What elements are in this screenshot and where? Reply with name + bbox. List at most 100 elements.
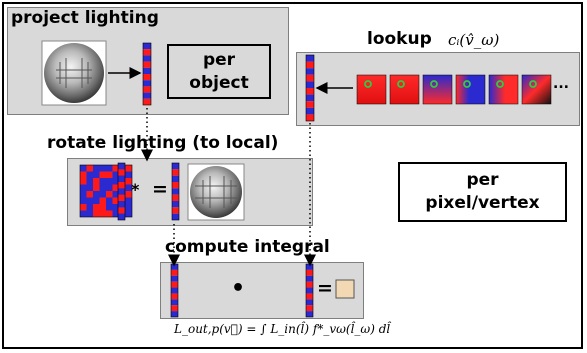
lookup-title: lookup (367, 29, 432, 49)
light-probe-detail (56, 58, 92, 88)
per-pixel-line-1: per (466, 170, 499, 190)
matrix-cell (80, 210, 87, 217)
vector-cell (143, 98, 151, 105)
vector-cell (171, 281, 178, 288)
view-marker-6 (529, 80, 537, 88)
vector-cell (171, 293, 178, 300)
matrix-cell (106, 171, 113, 178)
vector-cell (306, 311, 313, 317)
basis-tile-4 (455, 74, 486, 105)
matrix-cell (112, 204, 119, 211)
vector-cell (306, 94, 314, 102)
matrix-cell (106, 178, 113, 185)
project-lighting-title: project lighting (11, 8, 159, 28)
vector-cell (143, 86, 151, 93)
multiply-operator: * (131, 180, 140, 199)
light-probe-sphere (44, 43, 104, 103)
vector-cell (306, 68, 314, 75)
vector-outline (117, 162, 126, 221)
matrix-cell (112, 184, 119, 191)
basis-tile-6 (521, 74, 552, 105)
matrix-cell (86, 171, 93, 178)
matrix-cell (106, 184, 113, 191)
matrix-cell (125, 197, 132, 204)
per-pixel-line-2: pixel/vertex (425, 193, 540, 213)
vector-cell (306, 281, 313, 288)
matrix-cell (125, 178, 132, 185)
matrix-cell (80, 204, 87, 211)
vector-cell (172, 188, 179, 195)
view-marker-2 (397, 80, 405, 88)
per-object-line-1: per (202, 50, 236, 70)
matrix-cell (106, 165, 113, 172)
vector-cell (172, 207, 179, 214)
integral-formula: L_out,p(v⃗) = ∫ L_in(l̂) f*_vω(l̂_ω) dl̂ (174, 322, 391, 336)
vector-cell (172, 169, 179, 176)
matrix-cell (86, 197, 93, 204)
vector-cell (306, 74, 314, 82)
view-marker-5 (496, 80, 504, 88)
matrix-cell (125, 165, 132, 172)
matrix-cell (93, 171, 100, 178)
vector-cell (306, 275, 313, 282)
basis-tile-strip (356, 74, 552, 105)
matrix-cell (125, 204, 132, 211)
equals-operator-integral: = (317, 277, 333, 299)
integral-transfer-vector (305, 263, 314, 318)
vector-outline (142, 42, 152, 106)
vector-cell (306, 299, 313, 306)
matrix-cell (86, 184, 93, 191)
vector-cell (171, 287, 178, 294)
vector-cell (306, 88, 314, 95)
basis-tile-3 (422, 74, 453, 105)
vector-cell (143, 61, 151, 68)
vector-cell (143, 43, 151, 50)
matrix-cell (86, 165, 93, 172)
view-marker-3 (430, 80, 438, 88)
dotted-connectors (141, 108, 316, 267)
matrix-cell (80, 191, 87, 198)
matrix-cell (99, 210, 106, 217)
vector-cell (171, 305, 178, 312)
vector-cell (143, 92, 151, 99)
vector-cell (143, 74, 151, 81)
matrix-cell (80, 197, 87, 204)
matrix-cell (99, 191, 106, 198)
matrix-cell (80, 178, 87, 185)
dot-product-operator: • (231, 276, 246, 301)
result-color-swatch (335, 279, 355, 299)
vector-cell (306, 61, 314, 69)
matrix-cell (93, 204, 100, 211)
lookup-formula: cᵢ(v̂_ω) (448, 31, 500, 49)
vector-cell (143, 49, 151, 56)
matrix-cell (99, 178, 106, 185)
lookup-coefficient-vector (305, 54, 315, 122)
matrix-cell (93, 191, 100, 198)
matrix-cell (106, 210, 113, 217)
per-object-tag: per object (167, 44, 271, 99)
matrix-cell (125, 171, 132, 178)
matrix-cell (112, 191, 119, 198)
matrix-cell (125, 210, 132, 217)
matrix-cell (93, 165, 100, 172)
rotate-lighting-title: rotate lighting (to local) (47, 133, 279, 153)
vector-cell (306, 269, 313, 276)
rotated-probe-detail (195, 176, 237, 208)
vector-cell (143, 67, 151, 74)
per-pixel-vertex-tag: per pixel/vertex (398, 162, 567, 222)
matrix-cell (106, 191, 113, 198)
ellipsis-label: ... (553, 76, 569, 92)
vector-cell (118, 201, 125, 208)
vector-cell (171, 275, 178, 282)
matrix-cell (112, 171, 119, 178)
matrix-cell (86, 204, 93, 211)
vector-cell (306, 287, 313, 294)
matrix-cell (80, 165, 87, 172)
vector-cell (306, 293, 313, 300)
vector-cell (306, 101, 314, 108)
matrix-cell (99, 171, 106, 178)
vector-cell (172, 201, 179, 208)
matrix-cell (86, 178, 93, 185)
matrix-cell (93, 197, 100, 204)
